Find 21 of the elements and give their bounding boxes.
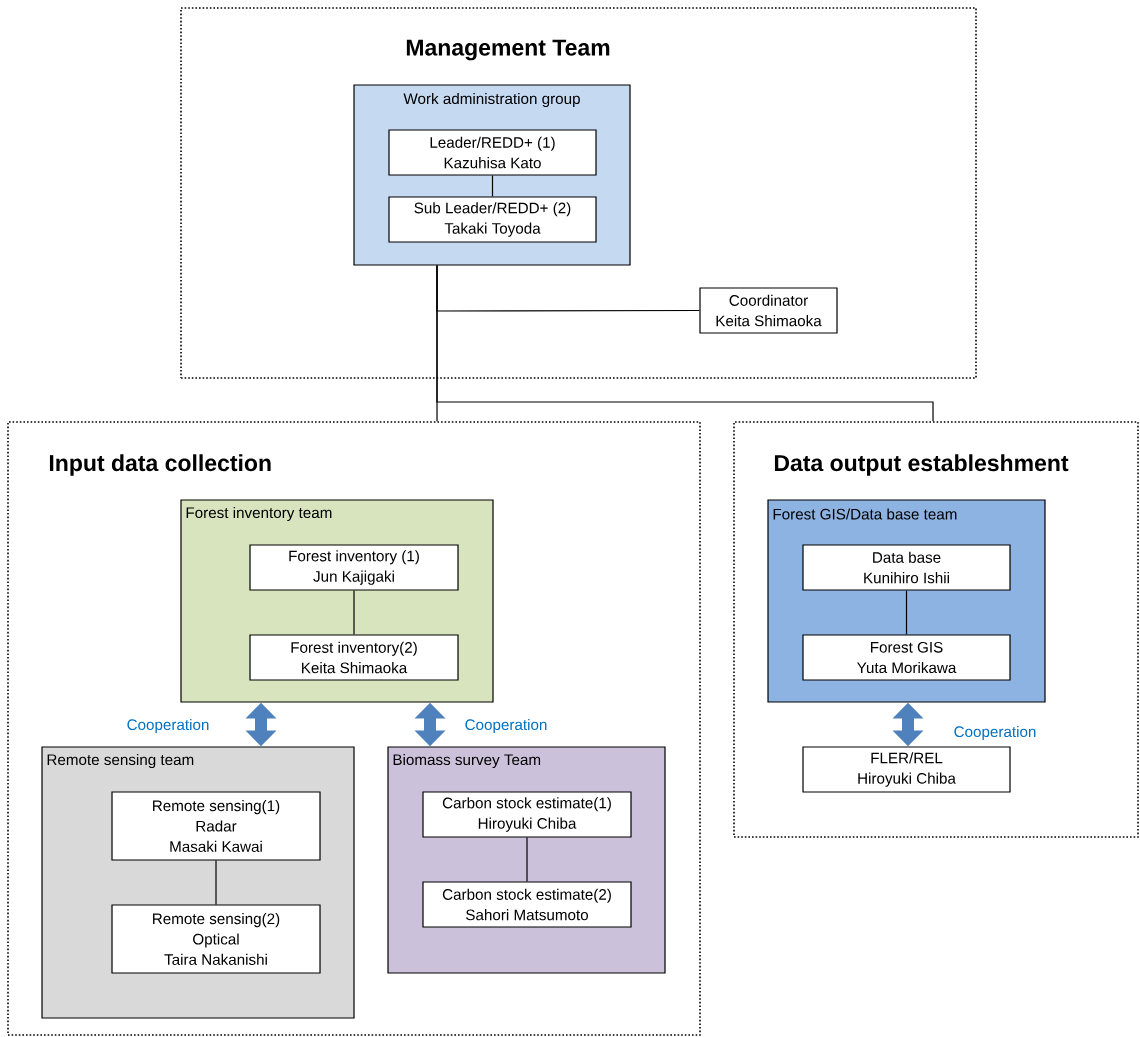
edge-label: Cooperation: [462, 716, 550, 736]
connector-line: [215, 860, 217, 905]
connector-line: [526, 837, 528, 882]
member-box: Forest inventory(2) Keita Shimaoka: [249, 634, 459, 681]
connector-line: [905, 590, 908, 635]
member-box: Remote sensing(1) Radar Masaki Kawai: [111, 791, 321, 861]
member-box: Sub Leader/REDD+ (2) Takaki Toyoda: [388, 196, 597, 243]
member-box: FLER/REL Hiroyuki Chiba: [802, 746, 1011, 793]
member-box: Forest inventory (1) Jun Kajigaki: [249, 544, 459, 591]
member-box: Carbon stock estimate(2) Sahori Matsumoto: [422, 881, 632, 928]
connector-line: [491, 175, 494, 197]
member-box: Forest GIS Yuta Morikawa: [802, 634, 1011, 681]
connector-line: [353, 590, 355, 635]
member-box: Coordinator Keita Shimaoka: [699, 287, 838, 334]
member-box: Data base Kunihiro Ishii: [802, 544, 1011, 591]
connector-line: [436, 265, 934, 422]
member-box: Carbon stock estimate(1) Hiroyuki Chiba: [422, 791, 632, 838]
edge-label: Cooperation: [951, 723, 1039, 743]
edge-label: Cooperation: [124, 716, 212, 736]
member-box: Leader/REDD+ (1) Kazuhisa Kato: [388, 129, 597, 176]
member-box: Remote sensing(2) Optical Taira Nakanishi: [111, 904, 321, 974]
